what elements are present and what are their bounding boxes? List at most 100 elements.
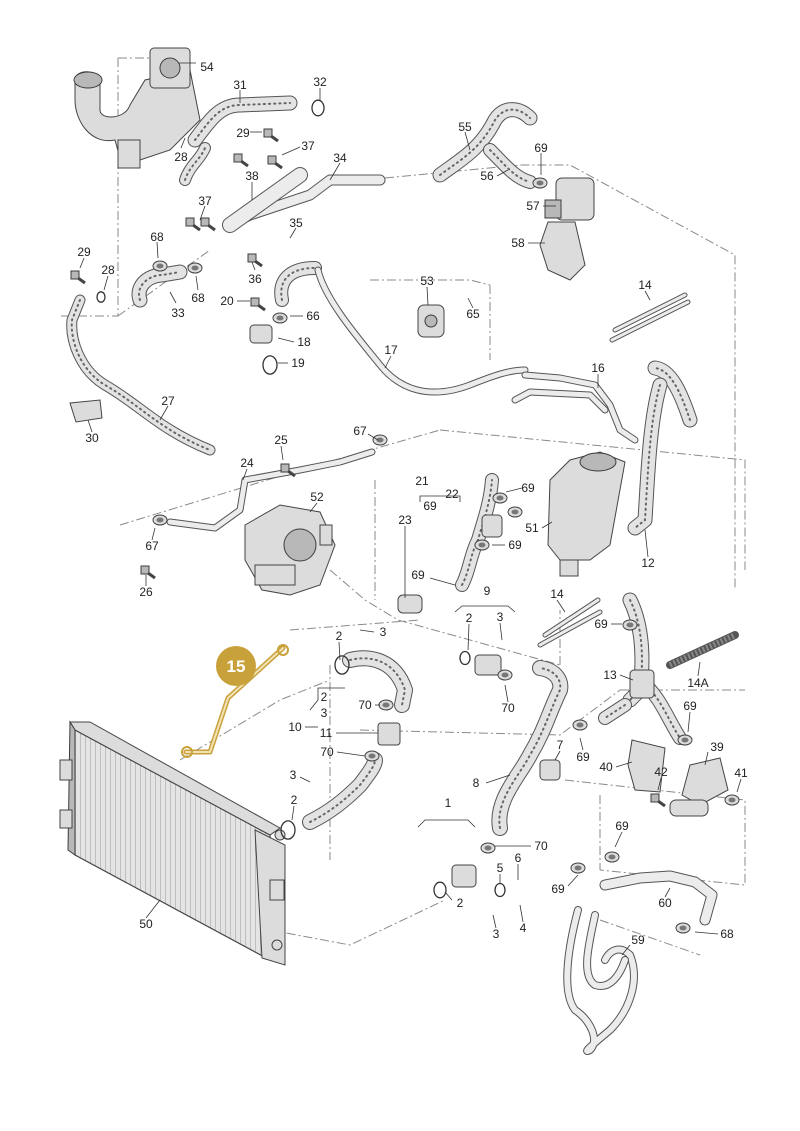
part-label-53: 53 [420,274,434,288]
o-ring [280,820,296,840]
hose-10-upper[interactable] [342,650,413,713]
part-label-31: 31 [233,78,247,92]
part-label-55: 55 [458,120,472,134]
clip-69d[interactable] [474,539,490,551]
auxiliary-pump[interactable] [544,177,595,221]
clip-41[interactable] [724,794,740,806]
flange-53[interactable] [417,304,445,338]
pipe-14-lower[interactable] [542,597,601,638]
radiator[interactable] [59,720,286,966]
clip-67b[interactable] [372,434,388,446]
hose-16[interactable] [647,360,698,428]
pipe-14-upper[interactable] [612,292,688,333]
bolt [70,270,86,285]
pipe-17[interactable] [314,266,529,396]
hose-13-low[interactable] [598,698,632,725]
clip-68c[interactable] [675,922,691,934]
part-label-2b: 2 [466,611,473,625]
clip-69b[interactable] [492,492,508,504]
hose-10-lower[interactable] [302,752,383,830]
part-label-20: 20 [220,294,234,308]
part-label-26: 26 [139,585,153,599]
pipe-16b[interactable] [511,388,609,414]
part-label-69d: 69 [508,538,522,552]
hose-56[interactable] [483,143,537,189]
pipe-24[interactable] [166,448,376,532]
trim-strip-14A[interactable] [666,631,739,669]
bracket-40[interactable] [627,739,666,793]
pipe-59[interactable] [563,906,638,1055]
part-label-3b: 3 [497,610,504,624]
bracket-30[interactable] [69,399,103,423]
clip-69i[interactable] [570,862,586,874]
pipe-59b[interactable] [583,911,629,990]
clip-70b[interactable] [364,750,380,762]
expansion-tank[interactable] [547,451,626,577]
clip-69e[interactable] [622,619,638,631]
coolant-pump[interactable] [244,504,336,596]
clip-69g[interactable] [572,719,588,731]
pipe-14-upper2[interactable] [609,299,691,343]
hose-33[interactable] [131,264,188,308]
hose-23[interactable] [455,473,499,592]
part-label-27: 27 [161,394,175,408]
hose-27[interactable] [66,294,216,456]
part-label-2c: 2 [321,690,328,704]
clip-68b[interactable] [187,262,203,274]
clip-70a[interactable] [378,699,394,711]
clip-69c[interactable] [507,506,523,518]
clip-70d[interactable] [480,842,496,854]
part-label-30: 30 [85,431,99,445]
components [69,47,740,934]
hose-upper-radiator[interactable] [274,261,322,307]
part-label-69g: 69 [683,699,697,713]
part-label-66: 66 [306,309,320,323]
bolt [233,153,249,168]
part-label-40: 40 [599,760,613,774]
part-label-69a: 69 [534,141,548,155]
part-label-69f: 69 [594,617,608,631]
bolt [140,565,156,580]
highlighted-part-15-pipe[interactable] [181,644,289,758]
hose-8[interactable] [491,660,569,836]
part-label-2d: 2 [291,793,298,807]
shutoff-valve[interactable] [669,757,729,817]
clip-67a[interactable] [152,514,168,526]
thermostat-housing[interactable] [73,47,201,169]
pipe-16[interactable] [521,371,639,444]
part-label-33: 33 [171,306,185,320]
clip-69f[interactable] [677,734,693,746]
clip-66[interactable] [272,312,288,324]
highlight-badge[interactable]: 15 [216,646,256,686]
part-label-17: 17 [384,343,398,357]
pipe-60[interactable] [599,870,718,926]
part-label-16: 16 [591,361,605,375]
part-label-60: 60 [658,896,672,910]
part-label-6: 6 [515,851,522,865]
clip-69h[interactable] [604,851,620,863]
hose-55[interactable] [432,102,538,183]
pipe-14-lower2[interactable] [537,609,603,648]
pipe-38[interactable] [222,167,308,233]
o-ring [433,881,447,899]
part-label-2e: 2 [457,896,464,910]
hoses [66,95,698,836]
part-label-56: 56 [480,169,494,183]
bracket-58[interactable] [539,221,586,281]
bolt [250,297,266,312]
hose-12[interactable] [627,377,668,536]
part-label-58: 58 [511,236,525,250]
pipes [166,167,739,1055]
o-ring [96,291,106,303]
clip-70c[interactable] [497,669,513,681]
part-label-42: 42 [654,765,668,779]
part-label-65: 65 [466,307,480,321]
part-label-37b: 37 [198,194,212,208]
part-label-3c: 3 [321,706,328,720]
hose-31[interactable] [187,95,298,148]
hose-28[interactable] [179,142,211,186]
part-label-10: 10 [288,720,302,734]
clip-68a[interactable] [152,260,168,272]
part-label-39: 39 [710,740,724,754]
clip-69a[interactable] [532,177,548,189]
